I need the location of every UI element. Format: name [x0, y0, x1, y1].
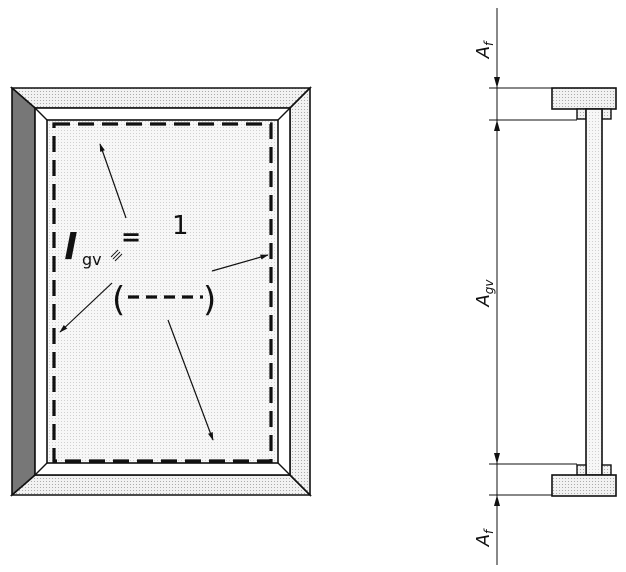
section-top-flange	[551, 87, 617, 110]
frame-left-member	[11, 86, 36, 497]
svg-text:Agv: Agv	[473, 279, 496, 308]
dimension-arrowheads	[494, 77, 500, 506]
label-agv: Agv	[473, 279, 496, 308]
frame-section-view: Af Agv Af	[473, 8, 617, 565]
section-glass	[585, 108, 603, 476]
frame-bottom-member	[9, 474, 312, 496]
arrow-to-right	[211, 254, 269, 272]
bracket-close: )	[203, 280, 216, 320]
section-bottom-flange	[551, 474, 617, 497]
arrow-to-left	[59, 282, 113, 333]
bracket-open: (	[112, 280, 125, 320]
arrow-to-top	[99, 143, 127, 219]
label-af-top: Af	[473, 40, 496, 59]
section-bottom-bead-left	[576, 464, 587, 476]
hatch-mark-icon	[110, 249, 123, 262]
arrow-to-bottom	[167, 319, 214, 441]
frame-top-member	[9, 87, 312, 109]
symbol-l-subscript: gv	[82, 250, 102, 269]
extension-lines	[489, 87, 577, 496]
symbol-l: l	[64, 227, 77, 268]
label-af-bottom: Af	[473, 528, 496, 547]
value-one: 1	[172, 211, 189, 241]
section-top-bead-left	[576, 108, 587, 120]
frame-front-view: l gv = 1 ( )	[9, 86, 312, 497]
frame-right-member	[289, 86, 311, 497]
equals-sign: =	[121, 223, 141, 251]
svg-text:Af: Af	[473, 528, 496, 547]
glass-pane	[46, 119, 279, 464]
section-bottom-bead-right	[601, 464, 612, 476]
section-top-bead-right	[601, 108, 612, 120]
visible-perimeter-dashed	[52, 122, 273, 463]
svg-text:Af: Af	[473, 40, 496, 59]
